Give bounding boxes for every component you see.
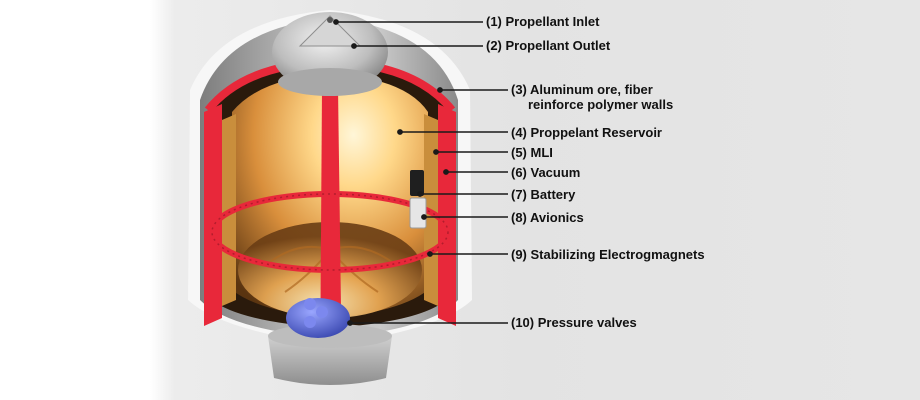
valve-knob-3 [304, 316, 316, 328]
label-walls-line1: (3) Aluminum ore, fiber [511, 82, 653, 97]
label-reservoir: (4) Proppelant Reservoir [511, 125, 662, 140]
label-vacuum: (6) Vacuum [511, 165, 581, 180]
red-wall-right [438, 104, 456, 326]
electromagnet-ring-detail [211, 193, 449, 271]
label-pressure-valves: (10) Pressure valves [511, 315, 637, 330]
bottom-cap [268, 336, 392, 385]
label-propellant-outlet: (2) Propellant Outlet [486, 38, 611, 53]
avionics-block [409, 197, 427, 229]
valve-knob-2 [316, 306, 328, 318]
red-wall-left [204, 104, 222, 326]
label-battery: (7) Battery [511, 187, 576, 202]
label-propellant-inlet: (1) Propellant Inlet [486, 14, 600, 29]
label-avionics: (8) Avionics [511, 210, 584, 225]
inlet-cone [298, 15, 362, 47]
pressure-valve-body [286, 298, 350, 338]
valve-knob-1 [304, 298, 316, 310]
battery-block [410, 170, 424, 196]
label-walls-line2: reinforce polymer walls [528, 97, 674, 112]
leader-lines [333, 19, 508, 326]
label-mli: (5) MLI [511, 145, 553, 160]
inlet-tip [327, 17, 333, 23]
label-electromagnets: (9) Stabilizing Electrogmagnets [511, 247, 705, 262]
top-cap-base [278, 68, 382, 96]
